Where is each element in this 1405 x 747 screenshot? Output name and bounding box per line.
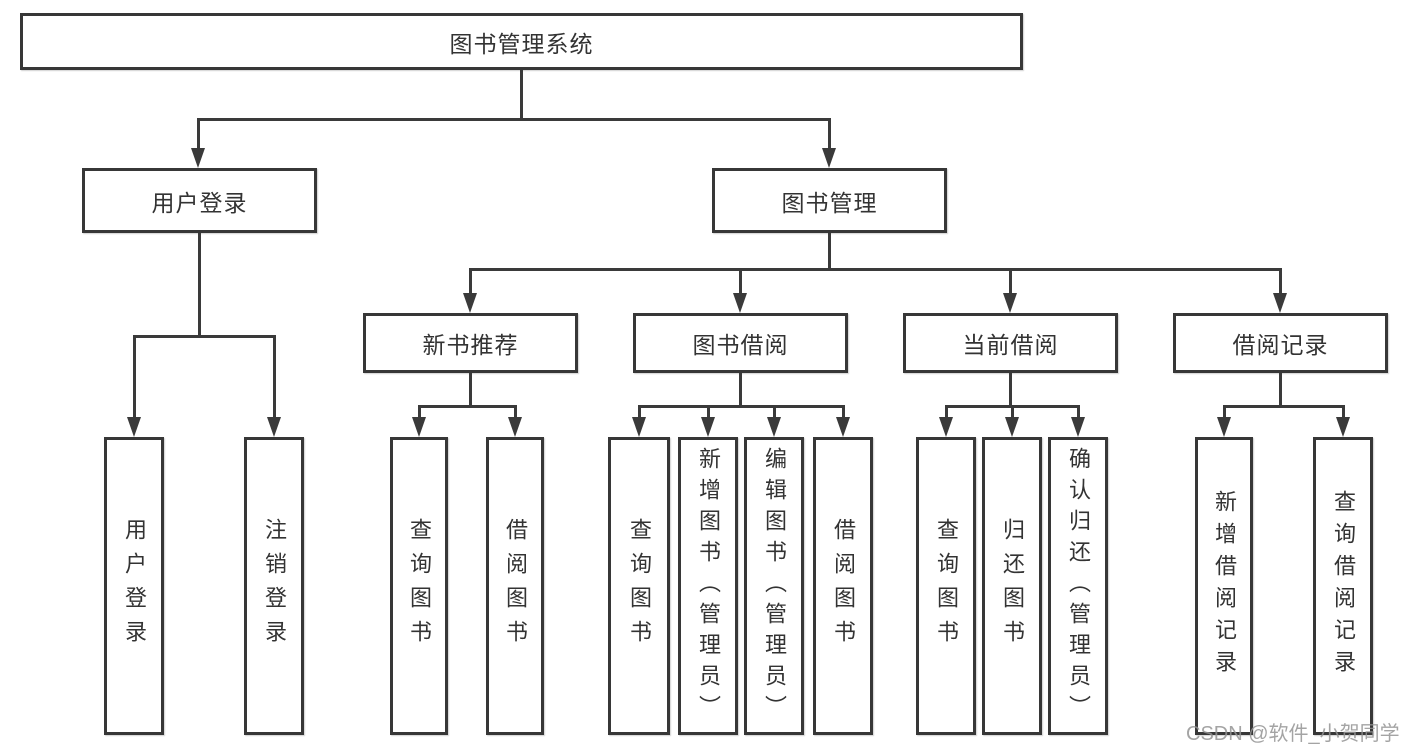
arrowhead-down-icon — [267, 417, 281, 437]
connector-line — [739, 373, 742, 408]
csdn-watermark: CSDN @软件_小贺同学 — [1186, 723, 1400, 745]
node-label: 图书借阅 — [692, 332, 789, 358]
node-borrowing-records: 借阅记录 — [1173, 313, 1388, 373]
arrowhead-down-icon — [412, 417, 426, 437]
leaf-add-borrow-record: 新增借阅记录 — [1195, 437, 1253, 735]
node-book-borrowing: 图书借阅 — [633, 313, 848, 373]
leaf-query-books-borrowing: 查询图书 — [608, 437, 670, 735]
arrowhead-down-icon — [733, 293, 747, 313]
connector-line — [469, 268, 1282, 271]
node-label: 查询图书 — [934, 518, 959, 654]
connector-line — [197, 118, 200, 152]
connector-line — [133, 335, 136, 421]
node-current-borrowing: 当前借阅 — [903, 313, 1118, 373]
leaf-query-books-recommend: 查询图书 — [390, 437, 448, 735]
leaf-logout: 注销登录 — [244, 437, 304, 735]
connector-line — [773, 405, 776, 421]
node-label: 借阅记录 — [1232, 332, 1329, 358]
arrowhead-down-icon — [1003, 293, 1017, 313]
arrowhead-down-icon — [1336, 417, 1350, 437]
leaf-borrow-books: 借阅图书 — [813, 437, 873, 735]
connector-line — [469, 268, 472, 296]
connector-line — [842, 405, 845, 421]
connector-line — [198, 233, 201, 338]
connector-line — [133, 335, 276, 338]
node-label: 查询借阅记录 — [1331, 490, 1356, 682]
connector-line — [1223, 405, 1345, 408]
node-label: 当前借阅 — [962, 332, 1059, 358]
node-label: 新增借阅记录 — [1212, 490, 1237, 682]
connector-line — [1223, 405, 1226, 421]
arrowhead-down-icon — [767, 417, 781, 437]
arrowhead-down-icon — [632, 417, 646, 437]
arrowhead-down-icon — [1071, 417, 1085, 437]
leaf-query-books-current: 查询图书 — [916, 437, 976, 735]
node-label: 用户登录 — [122, 518, 147, 654]
connector-line — [638, 405, 845, 408]
node-label: 查询图书 — [627, 518, 652, 654]
leaf-query-borrow-record: 查询借阅记录 — [1313, 437, 1373, 735]
leaf-edit-books-admin: 编辑图书（管理员） — [744, 437, 804, 735]
node-label: 确认归还（管理员） — [1066, 446, 1091, 726]
node-label: 新增图书（管理员） — [696, 446, 721, 726]
arrowhead-down-icon — [836, 417, 850, 437]
node-label: 新书推荐 — [422, 332, 519, 358]
connector-line — [1011, 405, 1014, 421]
connector-line — [638, 405, 641, 421]
node-new-book-recommendation: 新书推荐 — [363, 313, 578, 373]
leaf-confirm-return-admin: 确认归还（管理员） — [1048, 437, 1108, 735]
connector-line — [828, 118, 831, 152]
leaf-return-books: 归还图书 — [982, 437, 1042, 735]
node-label: 注销登录 — [262, 518, 287, 654]
arrowhead-down-icon — [1005, 417, 1019, 437]
connector-line — [945, 405, 948, 421]
arrowhead-down-icon — [508, 417, 522, 437]
node-book-management-group: 图书管理 — [712, 168, 947, 233]
connector-line — [1342, 405, 1345, 421]
connector-line — [1279, 373, 1282, 408]
arrowhead-down-icon — [939, 417, 953, 437]
connector-line — [828, 233, 831, 271]
node-label: 图书管理系统 — [449, 30, 594, 57]
node-label: 归还图书 — [1000, 518, 1025, 654]
arrowhead-down-icon — [822, 148, 836, 168]
connector-line — [520, 70, 523, 120]
leaf-borrow-books-recommend: 借阅图书 — [486, 437, 544, 735]
arrowhead-down-icon — [1273, 293, 1287, 313]
node-library-management-system: 图书管理系统 — [20, 13, 1023, 70]
arrowhead-down-icon — [463, 293, 477, 313]
connector-line — [739, 268, 742, 296]
connector-line — [418, 405, 517, 408]
leaf-add-books-admin: 新增图书（管理员） — [678, 437, 738, 735]
arrowhead-down-icon — [191, 148, 205, 168]
connector-line — [197, 118, 831, 121]
node-label: 图书管理 — [781, 189, 878, 216]
node-label: 借阅图书 — [503, 518, 528, 654]
connector-line — [1009, 268, 1012, 296]
leaf-user-login: 用户登录 — [104, 437, 164, 735]
node-user-login-group: 用户登录 — [82, 168, 317, 233]
node-label: 借阅图书 — [831, 518, 856, 654]
connector-line — [514, 405, 517, 421]
connector-line — [707, 405, 710, 421]
node-label: 查询图书 — [407, 518, 432, 654]
connector-line — [1077, 405, 1080, 421]
node-label: 用户登录 — [151, 189, 248, 216]
connector-line — [418, 405, 421, 421]
node-label: 编辑图书（管理员） — [762, 446, 787, 726]
arrowhead-down-icon — [1217, 417, 1231, 437]
connector-line — [1279, 268, 1282, 296]
connector-line — [273, 335, 276, 421]
connector-line — [1009, 373, 1012, 408]
arrowhead-down-icon — [127, 417, 141, 437]
arrowhead-down-icon — [701, 417, 715, 437]
connector-line — [469, 373, 472, 408]
